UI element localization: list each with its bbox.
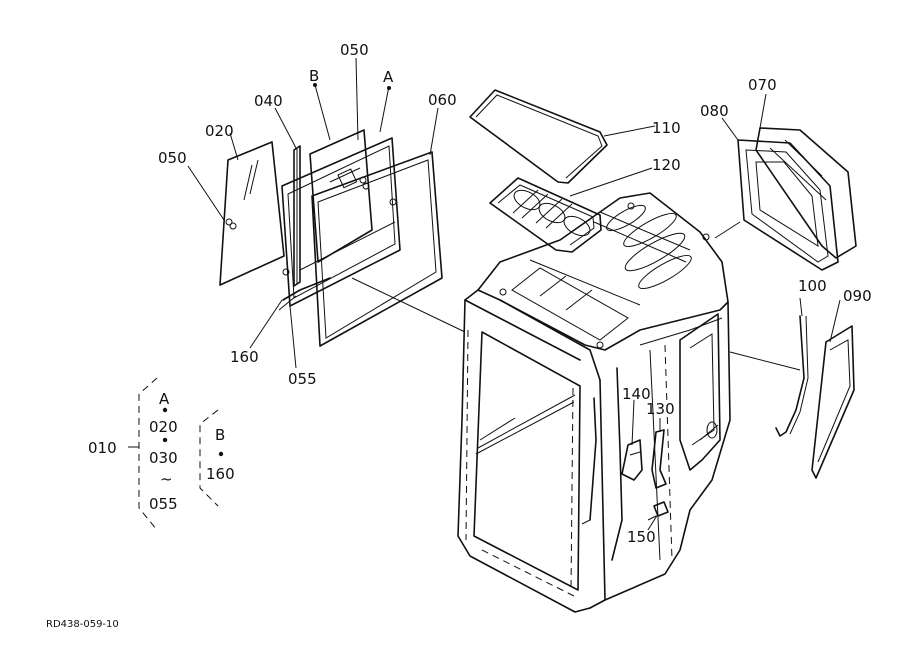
- label-150: 150: [627, 528, 656, 546]
- legend-set-a-item: 020: [149, 418, 178, 436]
- roof-seal-120: [489, 177, 602, 253]
- leader-lines: [187, 57, 841, 531]
- marker-b: B: [309, 67, 319, 85]
- legend-group-id: 010: [88, 439, 117, 457]
- label-020: 020: [205, 122, 234, 140]
- legend-set-a-item: 055: [149, 495, 178, 513]
- label-140: 140: [622, 385, 651, 403]
- label-050-left: 050: [158, 149, 187, 167]
- legend-set-a-item: 030: [149, 449, 178, 467]
- label-160: 160: [230, 348, 259, 366]
- label-080: 080: [700, 102, 729, 120]
- diagram-code: RD438-059-10: [46, 619, 119, 630]
- handle-130: [651, 429, 667, 489]
- label-110: 110: [652, 119, 681, 137]
- label-070: 070: [748, 76, 777, 94]
- rail-160: [278, 277, 331, 311]
- label-040: 040: [254, 92, 283, 110]
- label-100: 100: [798, 277, 827, 295]
- legend-brackets: [128, 377, 224, 531]
- legend-set-a-header: A: [159, 390, 170, 408]
- label-130: 130: [646, 400, 675, 418]
- legend-set-b-item: 160: [206, 465, 235, 483]
- seal-040: [293, 145, 301, 287]
- side-glass-090: [811, 325, 855, 479]
- bolt-150: [647, 501, 669, 521]
- rail-100: [775, 315, 809, 437]
- rear-seal-080: [737, 139, 839, 271]
- part-labels: 020 050 040 050 060 160 055 110 120 070 …: [46, 41, 872, 630]
- roof-glass-110: [469, 89, 608, 184]
- cab-body: [457, 192, 731, 613]
- label-060: 060: [428, 91, 457, 109]
- marker-a: A: [383, 68, 394, 86]
- seal-060: [311, 151, 443, 347]
- window-020-050: [219, 141, 285, 286]
- legend-set-a-item: ~: [160, 470, 173, 488]
- label-050-top: 050: [340, 41, 369, 59]
- label-090: 090: [843, 287, 872, 305]
- glass-050: [309, 129, 373, 263]
- label-055: 055: [288, 370, 317, 388]
- label-120: 120: [652, 156, 681, 174]
- latch-140: [621, 439, 643, 481]
- legend-set-b-header: B: [215, 426, 225, 444]
